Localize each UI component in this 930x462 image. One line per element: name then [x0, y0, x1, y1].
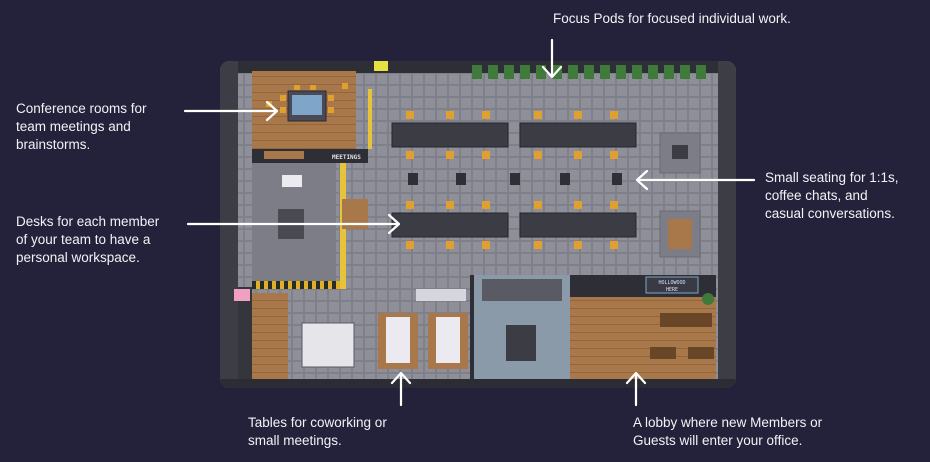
lobby-sign-line-2: HERE: [666, 287, 678, 293]
meetings-shelf: [264, 151, 304, 159]
lobby-sign-board: [645, 276, 699, 294]
lower-desks: [391, 212, 637, 238]
reception-desk: [660, 313, 712, 327]
meetings-sign: MEETINGS: [332, 154, 361, 161]
conference-rooms-label: Conference rooms for team meetings and b…: [16, 100, 147, 154]
seating-line-1: Small seating for 1:1s,: [765, 170, 899, 185]
bottom-wall: [220, 379, 736, 388]
vending-sign: [234, 289, 250, 301]
left-lounge-rug: [342, 199, 368, 229]
conference-line-3: brainstorms.: [16, 137, 91, 152]
focus-pods-text: Focus Pods for focused individual work.: [553, 11, 791, 26]
focus-pods: [472, 65, 706, 79]
desks-line-2: of your team to have a: [16, 232, 151, 247]
small-seating-row: [408, 173, 622, 185]
upper-desk-chairs: [406, 111, 618, 159]
hazard-stripe: [252, 281, 342, 289]
right-lounge-lower-rug: [668, 219, 692, 249]
lobby-table: [650, 347, 676, 359]
desks-line-1: Desks for each member: [16, 214, 160, 229]
lobby-bench: [688, 347, 714, 359]
left-exterior: [220, 61, 238, 388]
tables-line-1: Tables for coworking or: [248, 415, 387, 430]
left-corridor: [238, 287, 252, 379]
desks-line-3: personal workspace.: [16, 250, 140, 265]
office-map[interactable]: MEETINGS: [220, 61, 736, 388]
cowork-table-1: [386, 317, 410, 363]
seating-line-2: coffee chats, and: [765, 188, 868, 203]
lobby-line-1: A lobby where new Members or: [633, 415, 823, 430]
upper-desks: [391, 122, 637, 148]
desks-label: Desks for each member of your team to ha…: [16, 213, 159, 267]
kitchen-wall-left: [470, 275, 474, 379]
lobby-label: A lobby where new Members or Guests will…: [633, 414, 822, 450]
focus-pods-label: Focus Pods for focused individual work.: [553, 10, 791, 28]
left-room-table: [278, 209, 304, 239]
kitchen-counter: [482, 279, 562, 301]
lower-desk-chairs: [406, 201, 618, 249]
counter: [416, 289, 466, 301]
conference-screen: [292, 95, 322, 115]
lobby-sign-line-1: HOLLOWOOD: [658, 280, 685, 286]
office-map-graphic: MEETINGS: [220, 61, 736, 388]
tables-label: Tables for coworking or small meetings.: [248, 414, 387, 450]
lobby-plant: [702, 293, 714, 305]
right-exterior: [718, 61, 736, 388]
conference-line-2: team meetings and: [16, 119, 131, 134]
kitchen-table: [506, 325, 536, 361]
right-lounge-upper-table: [672, 145, 688, 159]
lobby-line-2: Guests will enter your office.: [633, 433, 803, 448]
seating-line-3: casual conversations.: [765, 206, 895, 221]
cowork-table-2: [436, 317, 460, 363]
small-seating-label: Small seating for 1:1s, coffee chats, an…: [765, 169, 899, 223]
conference-line-1: Conference rooms for: [16, 101, 147, 116]
left-room-whiteboard: [282, 175, 302, 187]
tables-line-2: small meetings.: [248, 433, 342, 448]
hazard-line-vertical: [368, 89, 372, 149]
lamp: [374, 61, 388, 71]
cafe-floor: [252, 293, 288, 379]
food-truck: [301, 322, 355, 368]
